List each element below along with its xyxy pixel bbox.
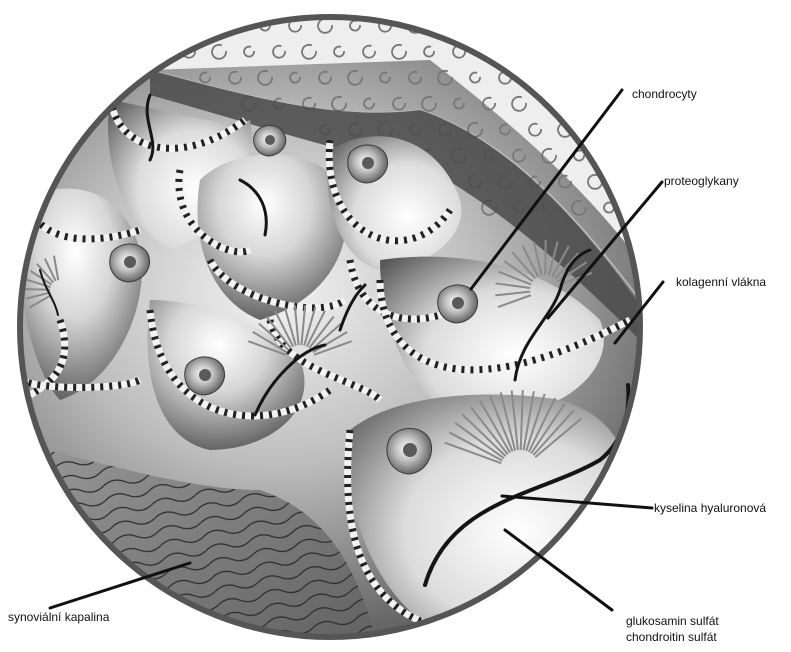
bone-pore-icon [514, 47, 524, 57]
bone-pore-icon [603, 150, 615, 162]
bone-pore-icon [620, 21, 630, 31]
bone-pore-icon [618, 71, 632, 85]
bone-pore-icon [199, 20, 211, 32]
chondrocyte-cell-icon [254, 125, 286, 156]
bone-pore-icon [573, 98, 585, 110]
label-chondrocyty: chondrocyty [632, 86, 697, 102]
bone-pore-icon [530, 21, 540, 31]
label-kyselina-hyaluronova: kyselina hyaluronová [654, 500, 766, 516]
label-kolagenni-vlakna: kolagenní vlákna [676, 274, 766, 290]
bone-pore-icon [633, 46, 645, 58]
bone-pore-icon [498, 19, 512, 33]
bone-pore-icon [589, 72, 601, 84]
bone-pore-icon [469, 20, 481, 32]
bone-pore-icon [604, 47, 614, 57]
label-chondroitin-sulfat: chondroitin sulfát [626, 629, 717, 645]
bone-pore-icon [632, 149, 646, 163]
bone-pore-icon [620, 177, 630, 187]
bone-pore-icon [528, 71, 542, 85]
bone-pore-icon [440, 21, 450, 31]
bone-pore-icon [572, 45, 586, 59]
bone-pore-icon [619, 124, 631, 136]
label-proteoglykany: proteoglykany [664, 173, 739, 189]
bone-pore-icon [560, 73, 570, 83]
bone-pore-icon [588, 19, 602, 33]
label-synovialni-kapalina: synoviální kapalina [8, 609, 109, 625]
bone-pore-icon [543, 46, 555, 58]
label-glukosamin-sulfat: glukosamin sulfát [626, 613, 719, 629]
bone-pore-icon [170, 21, 180, 31]
bone-pore-icon [559, 20, 571, 32]
